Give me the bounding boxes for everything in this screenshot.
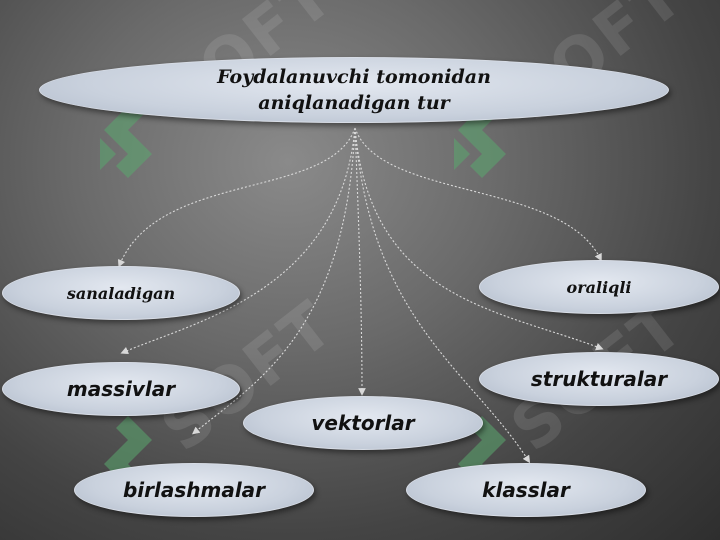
node-label-oraliqli: oraliqli bbox=[566, 277, 632, 297]
root-node: Foydalanuvchi tomonidan aniqlanadigan tu… bbox=[39, 57, 669, 123]
node-strukturalar: strukturalar bbox=[479, 352, 719, 406]
edge-to-sanaladigan bbox=[117, 127, 356, 268]
node-label-massivlar: massivlar bbox=[66, 377, 176, 401]
node-klasslar: klasslar bbox=[406, 463, 646, 517]
node-massivlar: massivlar bbox=[2, 362, 240, 416]
edge-to-vektorlar bbox=[354, 127, 366, 396]
edge-to-strukturalar bbox=[354, 127, 604, 351]
node-label-strukturalar: strukturalar bbox=[530, 367, 668, 391]
node-sanaladigan: sanaladigan bbox=[2, 266, 240, 320]
root-label: Foydalanuvchi tomonidan aniqlanadigan tu… bbox=[217, 66, 491, 114]
node-birlashmalar: birlashmalar bbox=[74, 463, 314, 517]
node-label-birlashmalar: birlashmalar bbox=[122, 478, 266, 502]
node-oraliqli: oraliqli bbox=[479, 260, 719, 314]
edge-to-birlashmalar bbox=[191, 127, 356, 435]
node-label-klasslar: klasslar bbox=[482, 478, 570, 502]
node-label-sanaladigan: sanaladigan bbox=[66, 283, 176, 303]
node-label-vektorlar: vektorlar bbox=[311, 411, 415, 435]
edge-to-massivlar bbox=[120, 127, 356, 355]
edge-to-oraliqli bbox=[354, 127, 602, 262]
node-vektorlar: vektorlar bbox=[243, 396, 483, 450]
